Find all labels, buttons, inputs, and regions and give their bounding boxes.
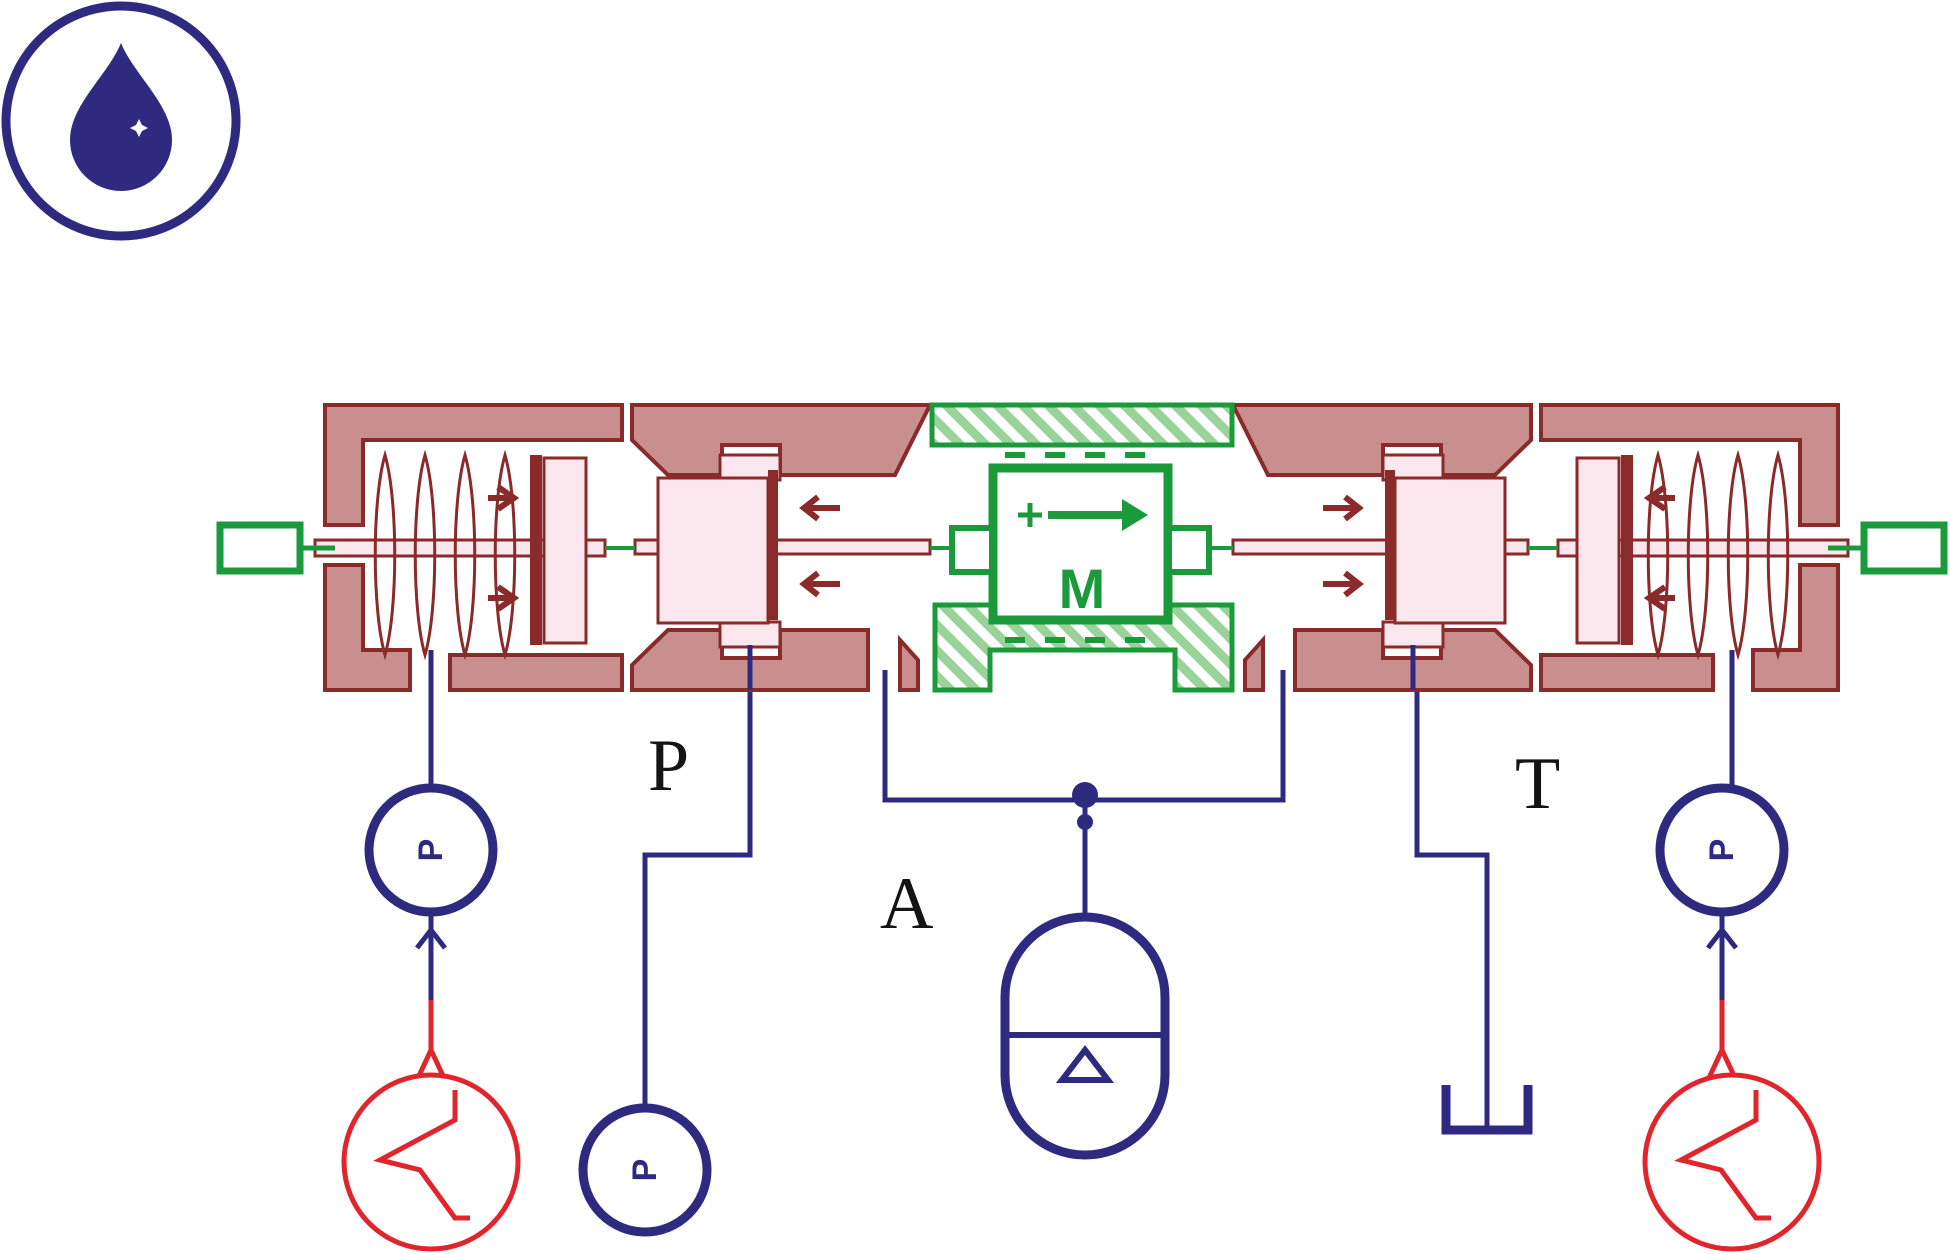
spool-right	[1231, 453, 1530, 649]
port-label-p: P	[648, 725, 689, 807]
motor-label: M	[1059, 557, 1106, 620]
tank-symbol	[1441, 1085, 1533, 1135]
gauge-right-label: P	[1703, 839, 1741, 862]
port-label-t: T	[1515, 743, 1560, 825]
motor-housing	[929, 402, 1235, 693]
torque-motor: M	[949, 452, 1212, 643]
port-label-a: A	[880, 863, 933, 945]
gauge-left-label: P	[412, 839, 450, 862]
pressure-gauge-left: P	[364, 783, 498, 917]
end-connector-right	[1828, 521, 1948, 575]
accumulator-symbol	[1000, 912, 1170, 1160]
oil-drop-icon	[1, 1, 241, 241]
pressure-source-link-left	[414, 912, 448, 1082]
signal-source-right	[1642, 1072, 1822, 1252]
pressure-gauge-supply: P	[578, 1103, 712, 1237]
spool-left	[633, 453, 932, 649]
signal-source-left	[341, 1072, 521, 1252]
line-junction	[1072, 782, 1098, 830]
valve-body-left	[323, 403, 934, 692]
pressure-gauge-right: P	[1655, 783, 1789, 917]
end-connector-left	[216, 521, 335, 575]
gauge-supply-label: P	[626, 1159, 664, 1182]
port-stubs	[428, 645, 1735, 690]
pressure-source-link-right	[1705, 912, 1739, 1082]
